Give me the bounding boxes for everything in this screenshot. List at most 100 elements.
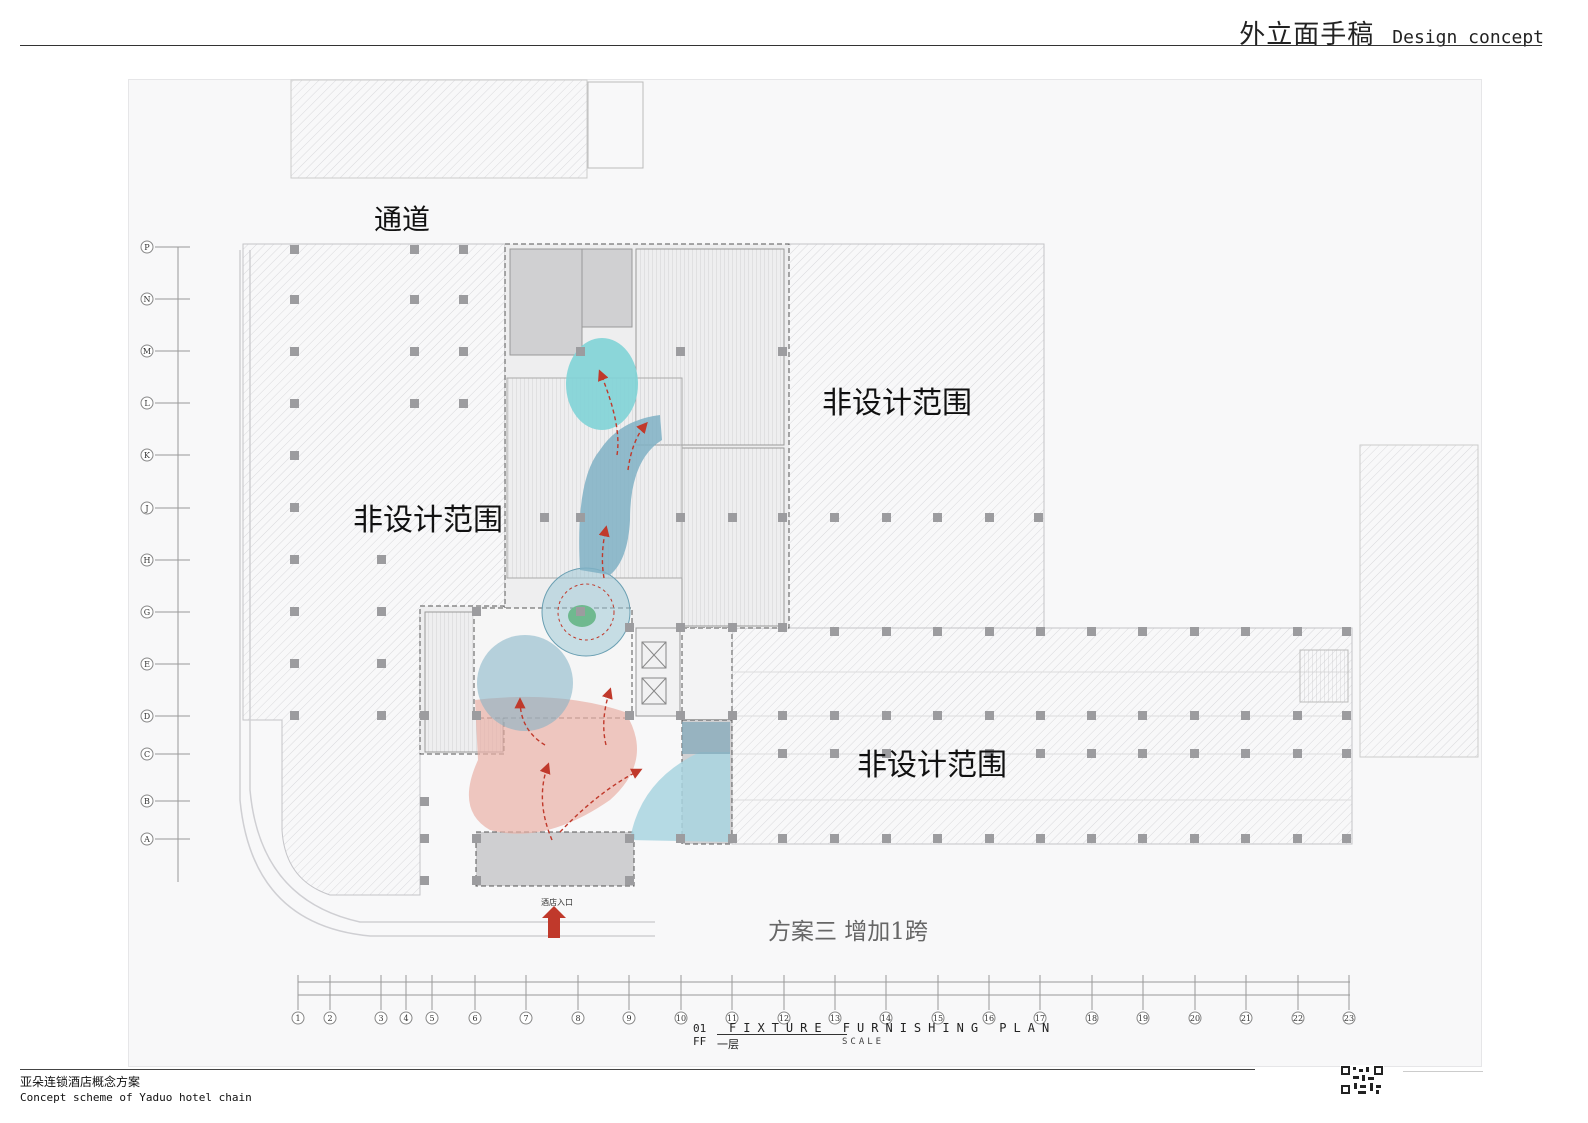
- row-axis-label: B: [144, 797, 150, 806]
- column-axis-bubble: [777, 1011, 791, 1025]
- column-axis-bubble: [519, 1011, 533, 1025]
- column-axis-bubble: [1239, 1011, 1253, 1025]
- column-axis-bubble: [1136, 1011, 1150, 1025]
- footer-rule: [20, 1069, 1255, 1070]
- row-axis-label: E: [144, 660, 150, 669]
- row-axis-label: L: [144, 399, 150, 408]
- project-name-en: Concept scheme of Yaduo hotel chain: [20, 1091, 252, 1104]
- non-design-label-left: 非设计范围: [353, 503, 503, 538]
- site-boundary-inner: [249, 250, 655, 923]
- column-axis-label: 9: [626, 1014, 631, 1023]
- column-axis-label: 19: [1138, 1014, 1148, 1023]
- structural-columns: [290, 245, 1351, 885]
- room-gym: [509, 248, 583, 356]
- column-axis-label: 2: [327, 1014, 332, 1023]
- column-axis-label: 21: [1241, 1014, 1251, 1023]
- corridor-label: 通道: [374, 203, 431, 236]
- column-axis-bubble: [323, 1011, 337, 1025]
- column-axis-bubble: [674, 1011, 688, 1025]
- column-axis-label: 16: [984, 1014, 994, 1023]
- header-title-en: Design concept: [1392, 27, 1544, 48]
- column-dimension-line: [298, 981, 1350, 996]
- row-axis-bubble: [140, 396, 154, 410]
- zone-cyan: [566, 338, 638, 430]
- row-axis-bubble: [140, 657, 154, 671]
- column-axis-bubble: [1188, 1011, 1202, 1025]
- column-axis-label: 10: [676, 1014, 686, 1023]
- entrance-arrow-icon: [542, 906, 566, 938]
- column-axis-bubble: [879, 1011, 893, 1025]
- row-dimension-line: [155, 246, 190, 882]
- plan-scale: SCALE: [842, 1037, 885, 1047]
- row-axis-bubble: [140, 794, 154, 808]
- row-axis-label: K: [144, 451, 151, 460]
- project-name-cn: 亚朵连锁酒店概念方案: [20, 1075, 141, 1089]
- column-axis-bubble: [1085, 1011, 1099, 1025]
- row-axis-label: J: [144, 504, 148, 513]
- row-axis-bubble: [140, 747, 154, 761]
- row-axis-label: G: [144, 608, 150, 617]
- row-axis-bubble: [140, 240, 154, 254]
- column-axis-label: 22: [1293, 1014, 1303, 1023]
- column-axis-bubble: [622, 1011, 636, 1025]
- existing-building-right: [1359, 444, 1479, 758]
- column-axis-label: 14: [881, 1014, 891, 1023]
- entrance-label: 酒店入口: [541, 898, 573, 907]
- column-axis-bubble: [725, 1011, 739, 1025]
- plan-ff: FF: [693, 1035, 707, 1048]
- column-axis-label: 6: [472, 1014, 477, 1023]
- plan-number: 01: [693, 1022, 707, 1035]
- column-axis-bubble: [1291, 1011, 1305, 1025]
- column-axis-bubble: [468, 1011, 482, 1025]
- column-axis-label: 8: [575, 1014, 580, 1023]
- existing-building-top: [290, 79, 588, 179]
- row-axis-label: A: [143, 835, 150, 844]
- row-axis-label: N: [144, 295, 151, 304]
- column-axis-bubble: [931, 1011, 945, 1025]
- plan-name: FIXTURE FURNISHING PLAN: [729, 1021, 1057, 1035]
- column-axis-label: 11: [727, 1014, 737, 1023]
- non-design-label-lower-right: 非设计范围: [857, 748, 1007, 783]
- column-axis-bubble: [425, 1011, 439, 1025]
- row-axis-label: H: [144, 556, 151, 565]
- room-entrance-rooms: [475, 831, 635, 887]
- row-axis-label: D: [144, 712, 150, 721]
- column-axis-label: 13: [830, 1014, 840, 1023]
- column-axis-label: 20: [1190, 1014, 1200, 1023]
- column-axis-label: 4: [403, 1014, 408, 1023]
- row-axis-bubble: [140, 344, 154, 358]
- column-axis-label: 7: [523, 1014, 528, 1023]
- room-laundry: [581, 248, 633, 328]
- row-axis-bubble: [140, 832, 154, 846]
- column-axis-bubble: [399, 1011, 413, 1025]
- row-axis-bubble: [140, 605, 154, 619]
- flow-arrows: [514, 369, 648, 841]
- zone-bar-cyan: [630, 752, 730, 842]
- column-axis-bubble: [1033, 1011, 1047, 1025]
- right-lower-wing: [731, 627, 1353, 845]
- site-boundary-outer: [239, 250, 655, 937]
- zone-lobby-pink: [468, 696, 637, 834]
- row-axis-bubble: [140, 709, 154, 723]
- left-wing: [242, 243, 506, 896]
- column-axis-bubble: [291, 1011, 305, 1025]
- column-axis-label: 1: [295, 1014, 300, 1023]
- column-axis-label: 5: [429, 1014, 434, 1023]
- row-axis-label: M: [143, 347, 151, 356]
- column-axis-label: 12: [779, 1014, 789, 1023]
- row-axis-bubble: [140, 553, 154, 567]
- non-design-label-upper-right: 非设计范围: [822, 386, 972, 421]
- room-office: [681, 627, 733, 721]
- zone-lounge-blue: [477, 635, 573, 731]
- column-axis-label: 3: [378, 1014, 383, 1023]
- column-axis-bubble: [828, 1011, 842, 1025]
- column-axis-bubble: [982, 1011, 996, 1025]
- column-axis-label: 15: [933, 1014, 943, 1023]
- row-axis-bubble: [140, 448, 154, 462]
- column-axis-label: 18: [1087, 1014, 1097, 1023]
- existing-building-annex: [587, 81, 644, 169]
- room-elevators: [635, 627, 681, 717]
